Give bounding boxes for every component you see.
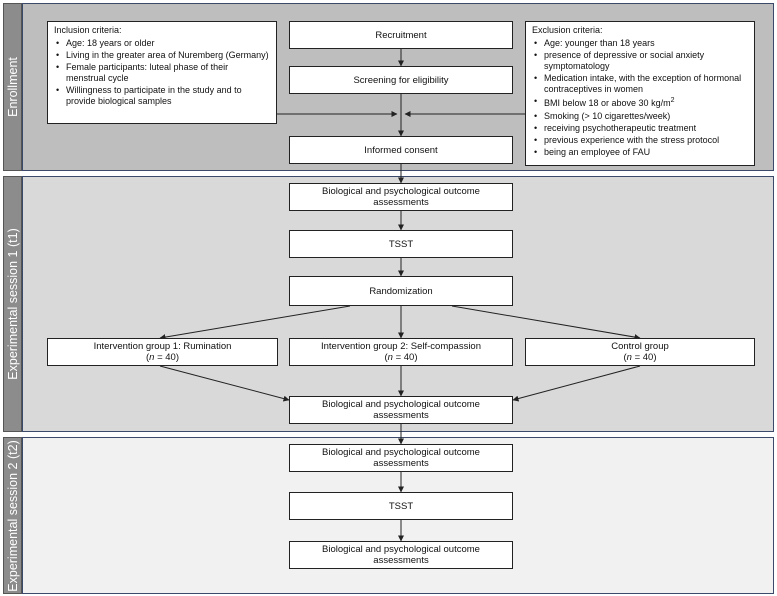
consent-box: Informed consent [289,136,513,164]
arrow-random-g1 [159,305,351,341]
group-box-control: Control group(n = 40) [525,338,755,366]
session1-sidebar: Experimental session 1 (t1) [3,176,22,432]
exclusion-item: receiving psychotherapeutic treatment [534,123,748,134]
exclusion-item: previous experience with the stress prot… [534,135,748,146]
inclusion-list: Age: 18 years or older Living in the gre… [54,38,270,107]
inclusion-criteria-box: Inclusion criteria: Age: 18 years or old… [47,21,277,124]
exclusion-item: Medication intake, with the exception of… [534,73,748,95]
exclusion-item: presence of depressive or social anxiety… [534,50,748,72]
inclusion-item: Female participants: luteal phase of the… [56,62,270,84]
exclusion-item: Age: younger than 18 years [534,38,748,49]
assess-t1-post-text: Biological and psychological outcome ass… [322,399,480,421]
bmi-superscript: 2 [670,97,675,105]
inclusion-item: Living in the greater area of Nuremberg … [56,50,270,61]
arrow-g3-assess [512,365,641,402]
tsst-t1-box: TSST [289,230,513,258]
arrow-random-g3 [451,305,641,341]
arrow-g1-assess [159,365,290,402]
assess-t2-pre-text: Biological and psychological outcome ass… [322,447,480,469]
group-n-label: n [626,352,632,363]
exclusion-list: Age: younger than 18 years presence of d… [532,38,748,158]
exclusion-criteria-box: Exclusion criteria: Age: younger than 18… [525,21,755,166]
recruitment-box: Recruitment [289,21,513,49]
recruitment-text: Recruitment [375,29,427,41]
consent-text: Informed consent [364,144,438,156]
assess-t2-post-box: Biological and psychological outcome ass… [289,541,513,569]
group-name: Intervention group 1: Rumination [93,341,232,352]
assess-t2-pre-box: Biological and psychological outcome ass… [289,444,513,472]
assess-t1-pre-text: Biological and psychological outcome ass… [322,186,480,208]
bmi-text: BMI below 18 or above 30 kg/m [544,98,671,109]
session2-sidebar: Experimental session 2 (t2) [3,437,22,594]
tsst-t2-text: TSST [388,500,414,512]
exclusion-item: BMI below 18 or above 30 kg/m2 [534,96,748,109]
inclusion-title: Inclusion criteria: [54,25,122,35]
tsst-t1-text: TSST [388,238,414,250]
group-n-value: = 40 [631,352,654,363]
group-n-label: n [149,352,155,363]
screening-text: Screening for eligibility [353,74,449,86]
group-name: Control group [611,341,669,352]
inclusion-item: Age: 18 years or older [56,38,270,49]
group-n-value: = 40 [154,352,176,363]
group-name: Intervention group 2: Self-compassion [320,341,481,352]
assess-t1-pre-box: Biological and psychological outcome ass… [289,183,513,211]
exclusion-title: Exclusion criteria: [532,25,603,35]
group-box-self-compassion: Intervention group 2: Self-compassion(n … [289,338,513,366]
enrollment-sidebar: Enrollment [3,3,22,171]
group-box-rumination: Intervention group 1: Rumination(n = 40) [47,338,278,366]
screening-box: Screening for eligibility [289,66,513,94]
tsst-t2-box: TSST [289,492,513,520]
assess-t2-post-text: Biological and psychological outcome ass… [322,544,480,566]
assess-t1-post-box: Biological and psychological outcome ass… [289,396,513,424]
group-n-label: n [387,352,393,363]
exclusion-item: Smoking (> 10 cigarettes/week) [534,111,748,122]
group-n-value: = 40 [392,352,415,363]
randomization-text: Randomization [369,285,433,297]
inclusion-item: Willingness to participate in the study … [56,85,270,107]
exclusion-item: being an employee of FAU [534,147,748,158]
randomization-box: Randomization [289,276,513,306]
